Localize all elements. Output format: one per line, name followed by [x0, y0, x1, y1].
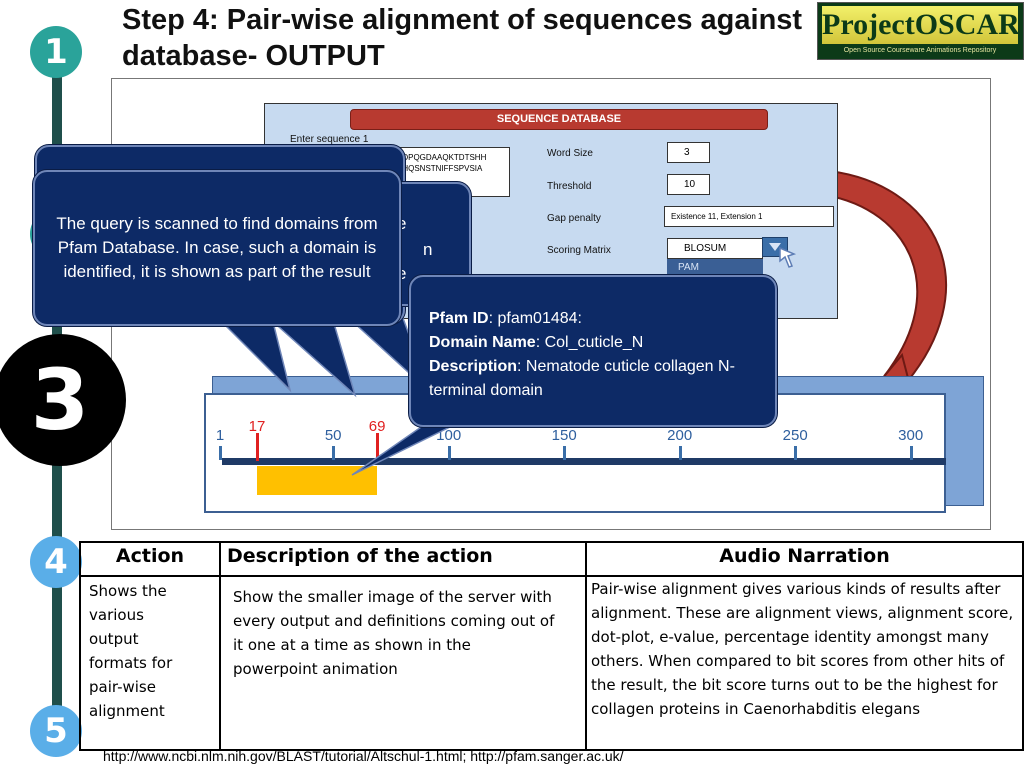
ruler-tick-label: 250	[782, 427, 808, 444]
ruler-tick-label: 200	[667, 427, 693, 444]
enter-sequence-label: Enter sequence 1	[290, 134, 369, 145]
sequence-line-1: EDPQGDAAQKTDTSHH	[397, 153, 487, 162]
ruler-tick	[563, 446, 567, 460]
sequence-line-2: AHQSNSTNIFFSPVSIA	[397, 164, 483, 173]
logo-word-project: Project	[822, 8, 915, 41]
ruler-tick-label: 300	[898, 427, 924, 444]
threshold-label: Threshold	[547, 181, 592, 192]
cell-action: Shows the various output formats for pai…	[79, 575, 221, 751]
ruler-axis	[222, 458, 946, 465]
cursor-icon	[779, 246, 797, 268]
pfam-id-label: Pfam ID	[429, 310, 489, 327]
ruler-tick	[678, 446, 682, 460]
partial-text-3: e	[397, 264, 407, 283]
ruler-tick-label: 50	[324, 427, 342, 444]
chevron-down-icon	[769, 243, 781, 251]
header-audio-narration: Audio Narration	[585, 541, 1024, 577]
word-size-label: Word Size	[547, 148, 593, 159]
pfam-id-value: : pfam01484:	[488, 310, 582, 327]
step-1-marker: 1	[30, 26, 82, 78]
threshold-field[interactable]: 10	[667, 174, 710, 195]
pfam-scan-callout: The query is scanned to find domains fro…	[33, 170, 401, 326]
header-action: Action	[79, 541, 221, 577]
ruler-tick	[376, 433, 380, 461]
ruler-tick	[332, 446, 336, 460]
domain-name-label: Domain Name	[429, 334, 536, 351]
ruler-tick-label: 17	[248, 418, 266, 435]
callout-pointers	[208, 309, 431, 398]
ruler-tick	[909, 446, 913, 460]
step-4-marker: 4	[30, 536, 82, 588]
ruler-tick	[219, 446, 222, 460]
action-table: Action Description of the action Audio N…	[79, 541, 1024, 751]
logo-subtitle: Open Source Courseware Animations Reposi…	[843, 47, 997, 54]
domain-name-line: Domain Name: Col_cuticle_N	[429, 331, 757, 355]
scoring-matrix-label: Scoring Matrix	[547, 245, 611, 256]
ruler-tick	[447, 446, 451, 460]
ruler-tick	[794, 446, 798, 460]
scoring-matrix-select[interactable]: BLOSUM	[667, 238, 763, 259]
ruler-tick-label: 150	[551, 427, 577, 444]
header-description: Description of the action	[219, 541, 587, 577]
dropdown-option-pam[interactable]: PAM	[667, 259, 763, 277]
panel-header: SEQUENCE DATABASE	[350, 109, 768, 130]
partial-text-1: e	[397, 214, 407, 233]
table-header-row: Action Description of the action Audio N…	[79, 541, 1024, 577]
table-row: Shows the various output formats for pai…	[79, 575, 1024, 751]
partial-text-2: n	[423, 240, 433, 259]
cell-description: Show the smaller image of the server wit…	[219, 575, 587, 751]
description-value: : Nematode cuticle collagen N-terminal d…	[429, 358, 735, 399]
pfam-id-line: Pfam ID: pfam01484:	[429, 307, 757, 331]
word-size-field[interactable]: 3	[667, 142, 710, 163]
domain-name-value: : Col_cuticle_N	[535, 334, 644, 351]
slide-title: Step 4: Pair-wise alignment of sequences…	[122, 4, 803, 72]
pfam-details-callout: Pfam ID: pfam01484: Domain Name: Col_cut…	[409, 275, 777, 427]
gap-penalty-field[interactable]: Existence 11, Extension 1	[664, 206, 834, 227]
step-5-marker: 5	[30, 705, 82, 757]
description-line: Description: Nematode cuticle collagen N…	[429, 355, 757, 403]
ruler-tick	[255, 433, 259, 461]
ruler-tick-label: 1	[215, 427, 225, 444]
reference-links: http://www.ncbi.nlm.nih.gov/BLAST/tutori…	[103, 748, 624, 764]
ruler-tick-label: 69	[368, 418, 386, 435]
cell-narration: Pair-wise alignment gives various kinds …	[585, 575, 1024, 751]
step-3-marker: 3	[0, 334, 126, 466]
description-label: Description	[429, 358, 518, 375]
logo-word-oscar: OSCAR	[914, 8, 1020, 41]
gap-penalty-label: Gap penalty	[547, 213, 601, 224]
